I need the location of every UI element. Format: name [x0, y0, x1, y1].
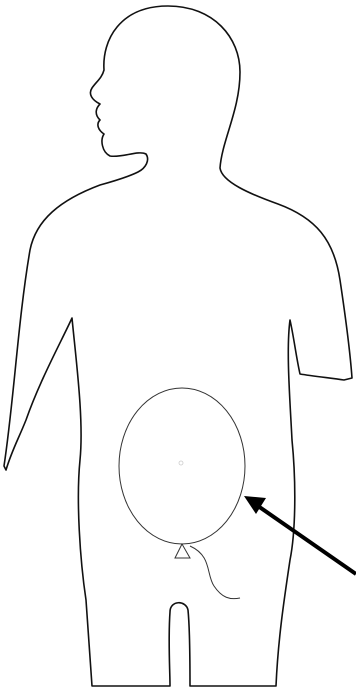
arrow-icon: [244, 496, 356, 574]
balloon-icon: [119, 388, 245, 544]
balloon-highlight-icon: [179, 461, 183, 465]
balloon-string-icon: [190, 546, 240, 599]
human-silhouette-icon: [4, 6, 352, 686]
balloon-knot-icon: [175, 544, 190, 558]
